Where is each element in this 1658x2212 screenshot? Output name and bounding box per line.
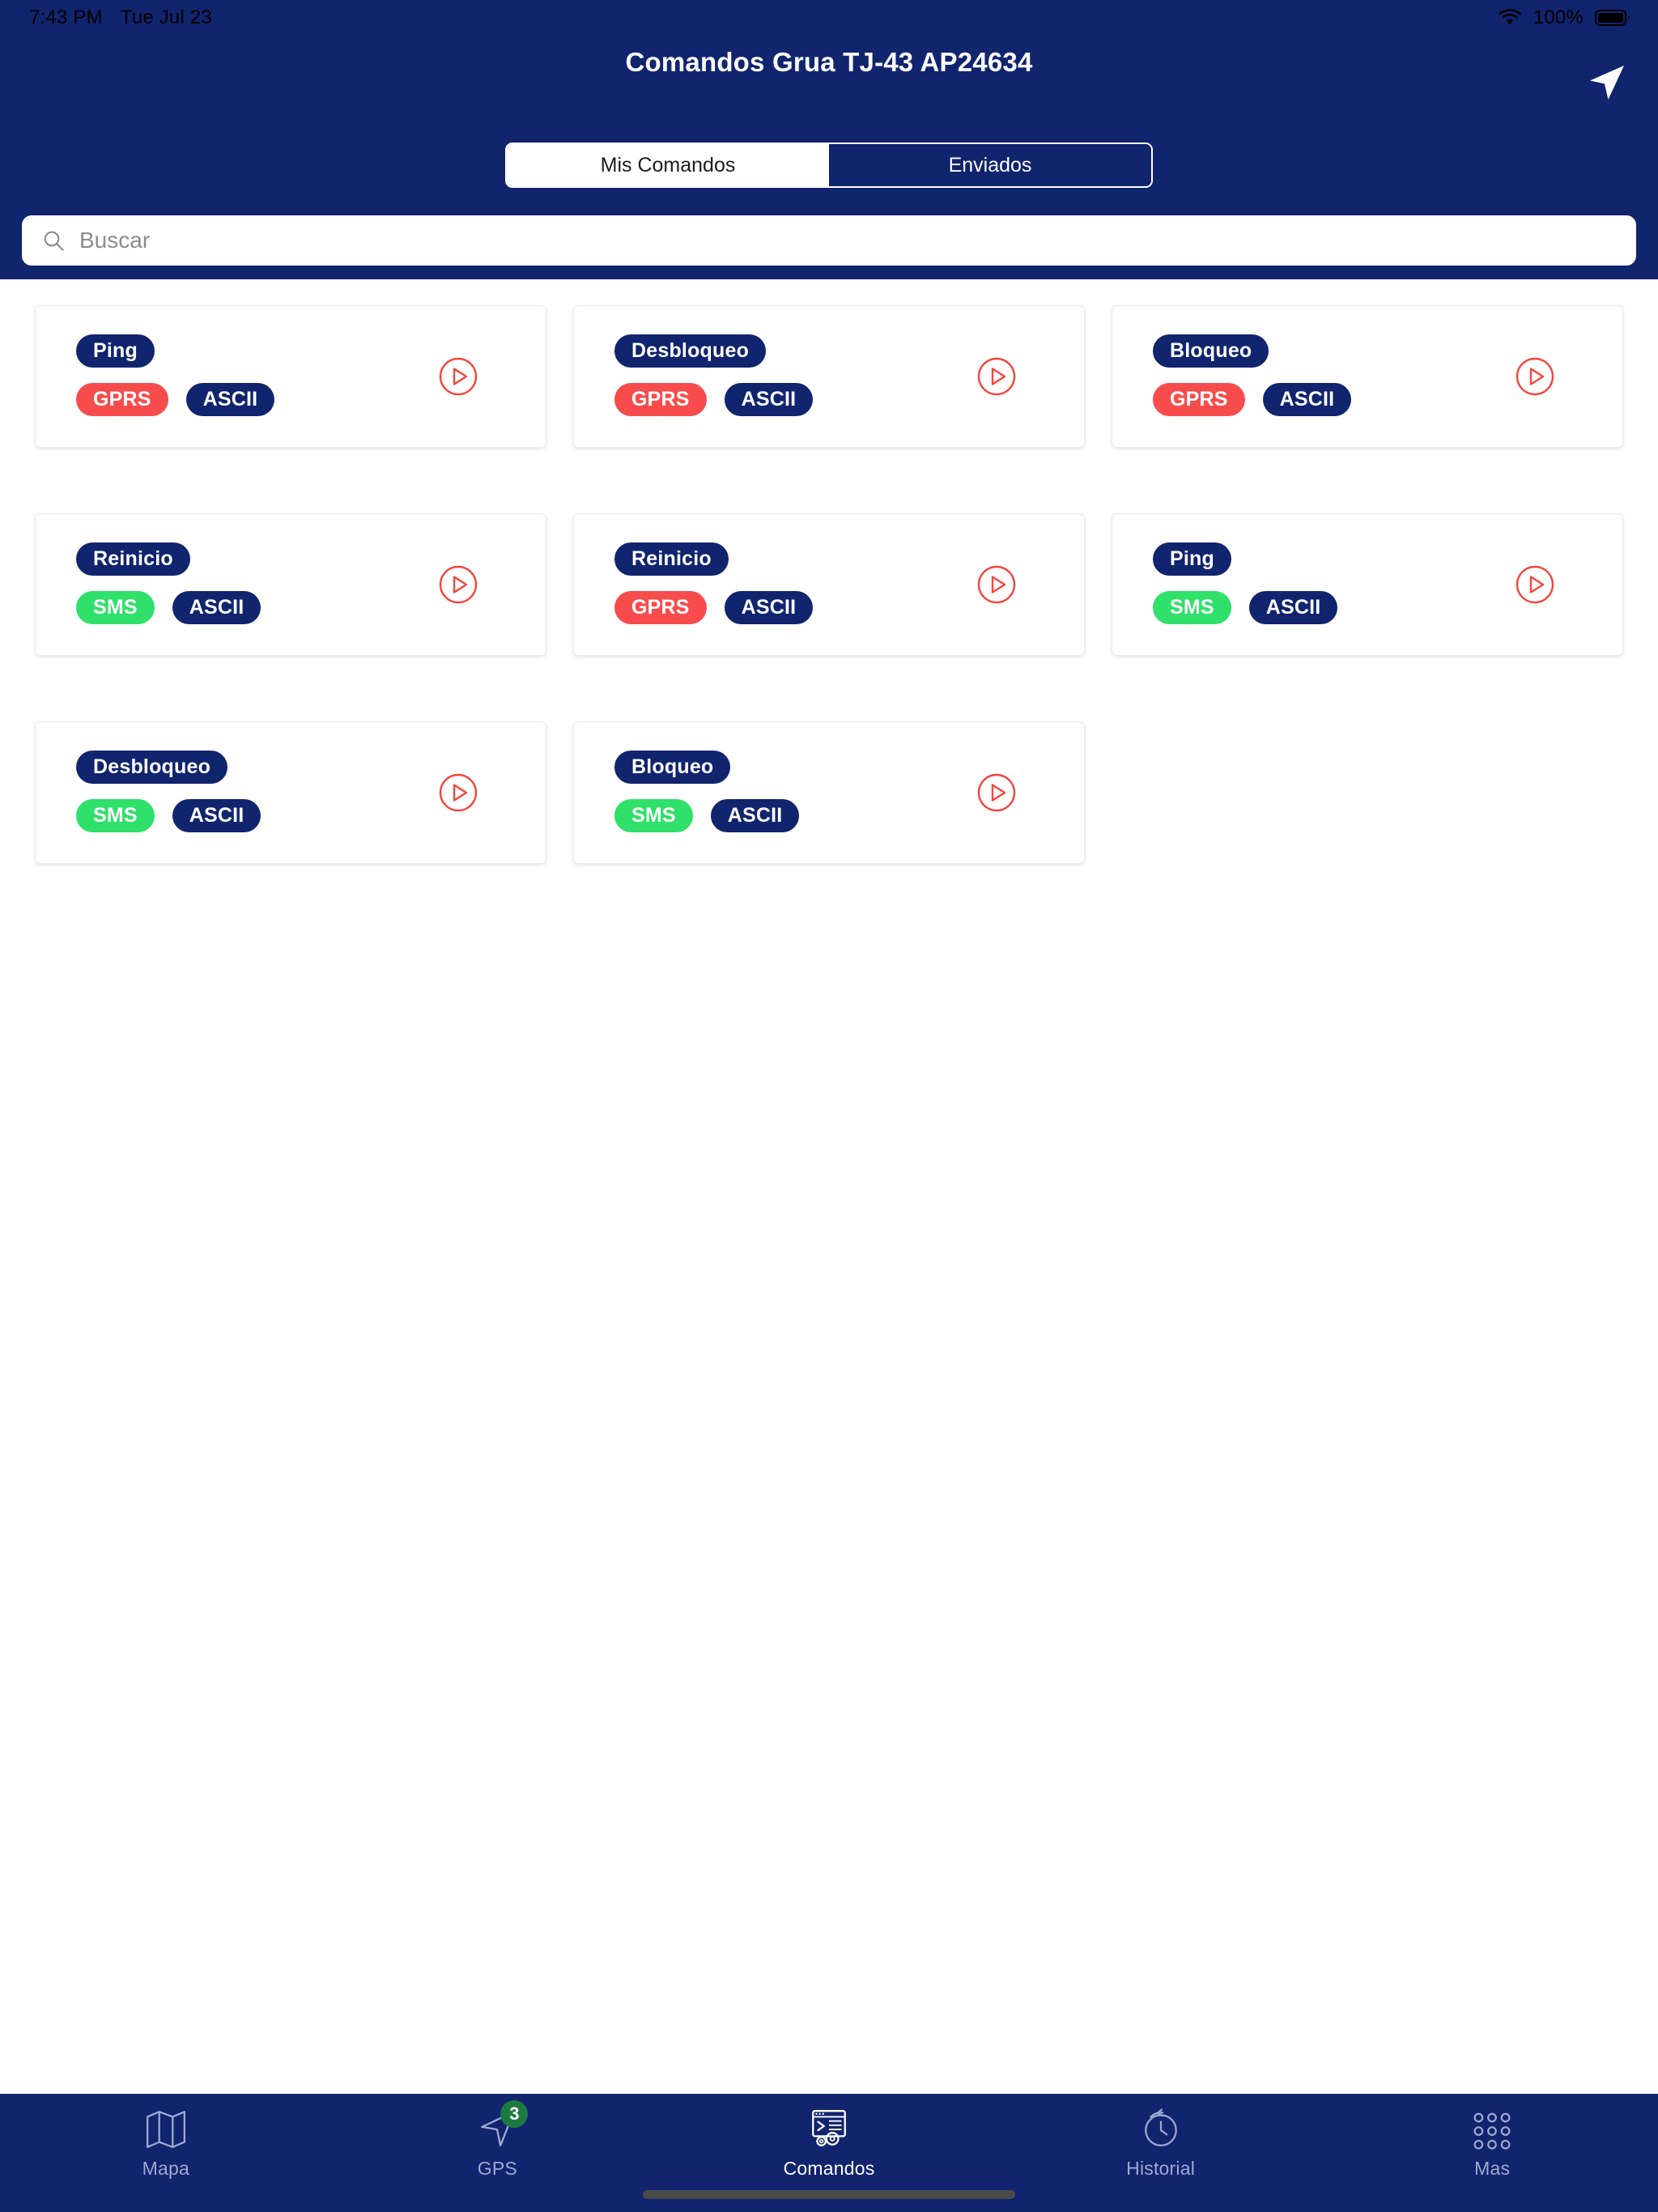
command-encoding-badge: ASCII [185, 383, 275, 416]
tab-label: Mapa [142, 2158, 189, 2179]
command-name-badge: Ping [76, 334, 155, 368]
command-name-badge: Desbloqueo [76, 751, 228, 784]
command-name-badge: Reinicio [614, 542, 729, 576]
status-bar: 7:43 PM Tue Jul 23 100% [0, 0, 1658, 36]
command-meta-row: SMS ASCII [76, 799, 261, 832]
play-circle-icon[interactable] [976, 564, 1018, 606]
command-meta-row: SMS ASCII [1153, 591, 1338, 624]
command-name-badge: Bloqueo [614, 751, 731, 784]
command-meta-row: GPRS ASCII [614, 591, 814, 624]
command-meta-row: GPRS ASCII [76, 383, 275, 416]
command-name-badge: Desbloqueo [614, 334, 767, 368]
app-header: 7:43 PM Tue Jul 23 100% Comandos Grua TJ… [0, 0, 1658, 279]
grid-dots-icon [1473, 2112, 1511, 2150]
tab-label: Mas [1474, 2158, 1511, 2179]
status-bar-left: 7:43 PM Tue Jul 23 [29, 6, 212, 29]
tab-label: GPS [477, 2158, 517, 2179]
command-encoding-badge: ASCII [172, 799, 261, 832]
battery-percentage: 100% [1533, 6, 1584, 28]
command-encoding-badge: ASCII [172, 591, 261, 624]
command-protocol-badge: GPRS [614, 383, 707, 416]
play-circle-icon[interactable] [976, 355, 1018, 398]
command-encoding-badge: ASCII [724, 591, 814, 624]
command-protocol-badge: GPRS [614, 591, 707, 624]
battery-full-icon [1595, 10, 1630, 26]
search-input[interactable] [79, 228, 1615, 253]
command-meta-row: GPRS ASCII [614, 383, 814, 416]
search-bar[interactable] [22, 215, 1636, 266]
status-bar-right: 100% [1498, 6, 1630, 29]
tab-mis-comandos[interactable]: Mis Comandos [507, 144, 829, 186]
play-circle-icon[interactable] [1514, 564, 1556, 606]
play-circle-icon[interactable] [976, 772, 1018, 814]
command-meta-row: SMS ASCII [76, 591, 261, 624]
tab-label: Historial [1126, 2158, 1196, 2179]
tab-badge-count: 3 [500, 2100, 529, 2128]
command-protocol-badge: SMS [1153, 591, 1231, 624]
command-encoding-badge: ASCII [1248, 591, 1338, 624]
wifi-icon [1499, 9, 1521, 25]
play-circle-icon[interactable] [437, 355, 479, 398]
map-icon [146, 2111, 185, 2148]
tab-label: Comandos [783, 2158, 875, 2179]
command-protocol-badge: GPRS [76, 383, 168, 416]
tab-comandos[interactable]: Comandos [663, 2094, 995, 2191]
navigation-arrow-icon[interactable] [1585, 62, 1627, 104]
command-protocol-badge: SMS [614, 799, 693, 832]
clock-history-icon [1144, 2108, 1177, 2146]
command-meta-row: SMS ASCII [614, 799, 800, 832]
home-indicator [643, 2190, 1015, 2199]
command-protocol-badge: SMS [76, 591, 155, 624]
command-protocol-badge: SMS [76, 799, 155, 832]
command-name-badge: Bloqueo [1153, 334, 1269, 368]
tab-enviados[interactable]: Enviados [829, 144, 1151, 186]
tab-historial[interactable]: Historial [995, 2094, 1327, 2191]
terminal-gear-icon [812, 2110, 846, 2146]
command-name-badge: Reinicio [76, 542, 190, 576]
status-date: Tue Jul 23 [120, 6, 212, 28]
tab-mapa[interactable]: Mapa [0, 2094, 332, 2191]
play-circle-icon[interactable] [437, 772, 479, 814]
command-protocol-badge: GPRS [1153, 383, 1245, 416]
segmented-control[interactable]: Mis Comandos Enviados [505, 143, 1153, 188]
play-circle-icon[interactable] [1514, 355, 1556, 398]
command-encoding-badge: ASCII [1262, 383, 1352, 416]
page-title: Comandos Grua TJ-43 AP24634 [625, 47, 1033, 77]
command-name-badge: Ping [1153, 542, 1231, 576]
search-icon [44, 231, 64, 251]
tab-mas[interactable]: Mas [1326, 2094, 1658, 2191]
status-time: 7:43 PM [29, 6, 103, 28]
navigation-icon [481, 2111, 516, 2146]
command-meta-row: GPRS ASCII [1153, 383, 1352, 416]
command-encoding-badge: ASCII [710, 799, 800, 832]
command-encoding-badge: ASCII [724, 383, 814, 416]
play-circle-icon[interactable] [437, 564, 479, 606]
